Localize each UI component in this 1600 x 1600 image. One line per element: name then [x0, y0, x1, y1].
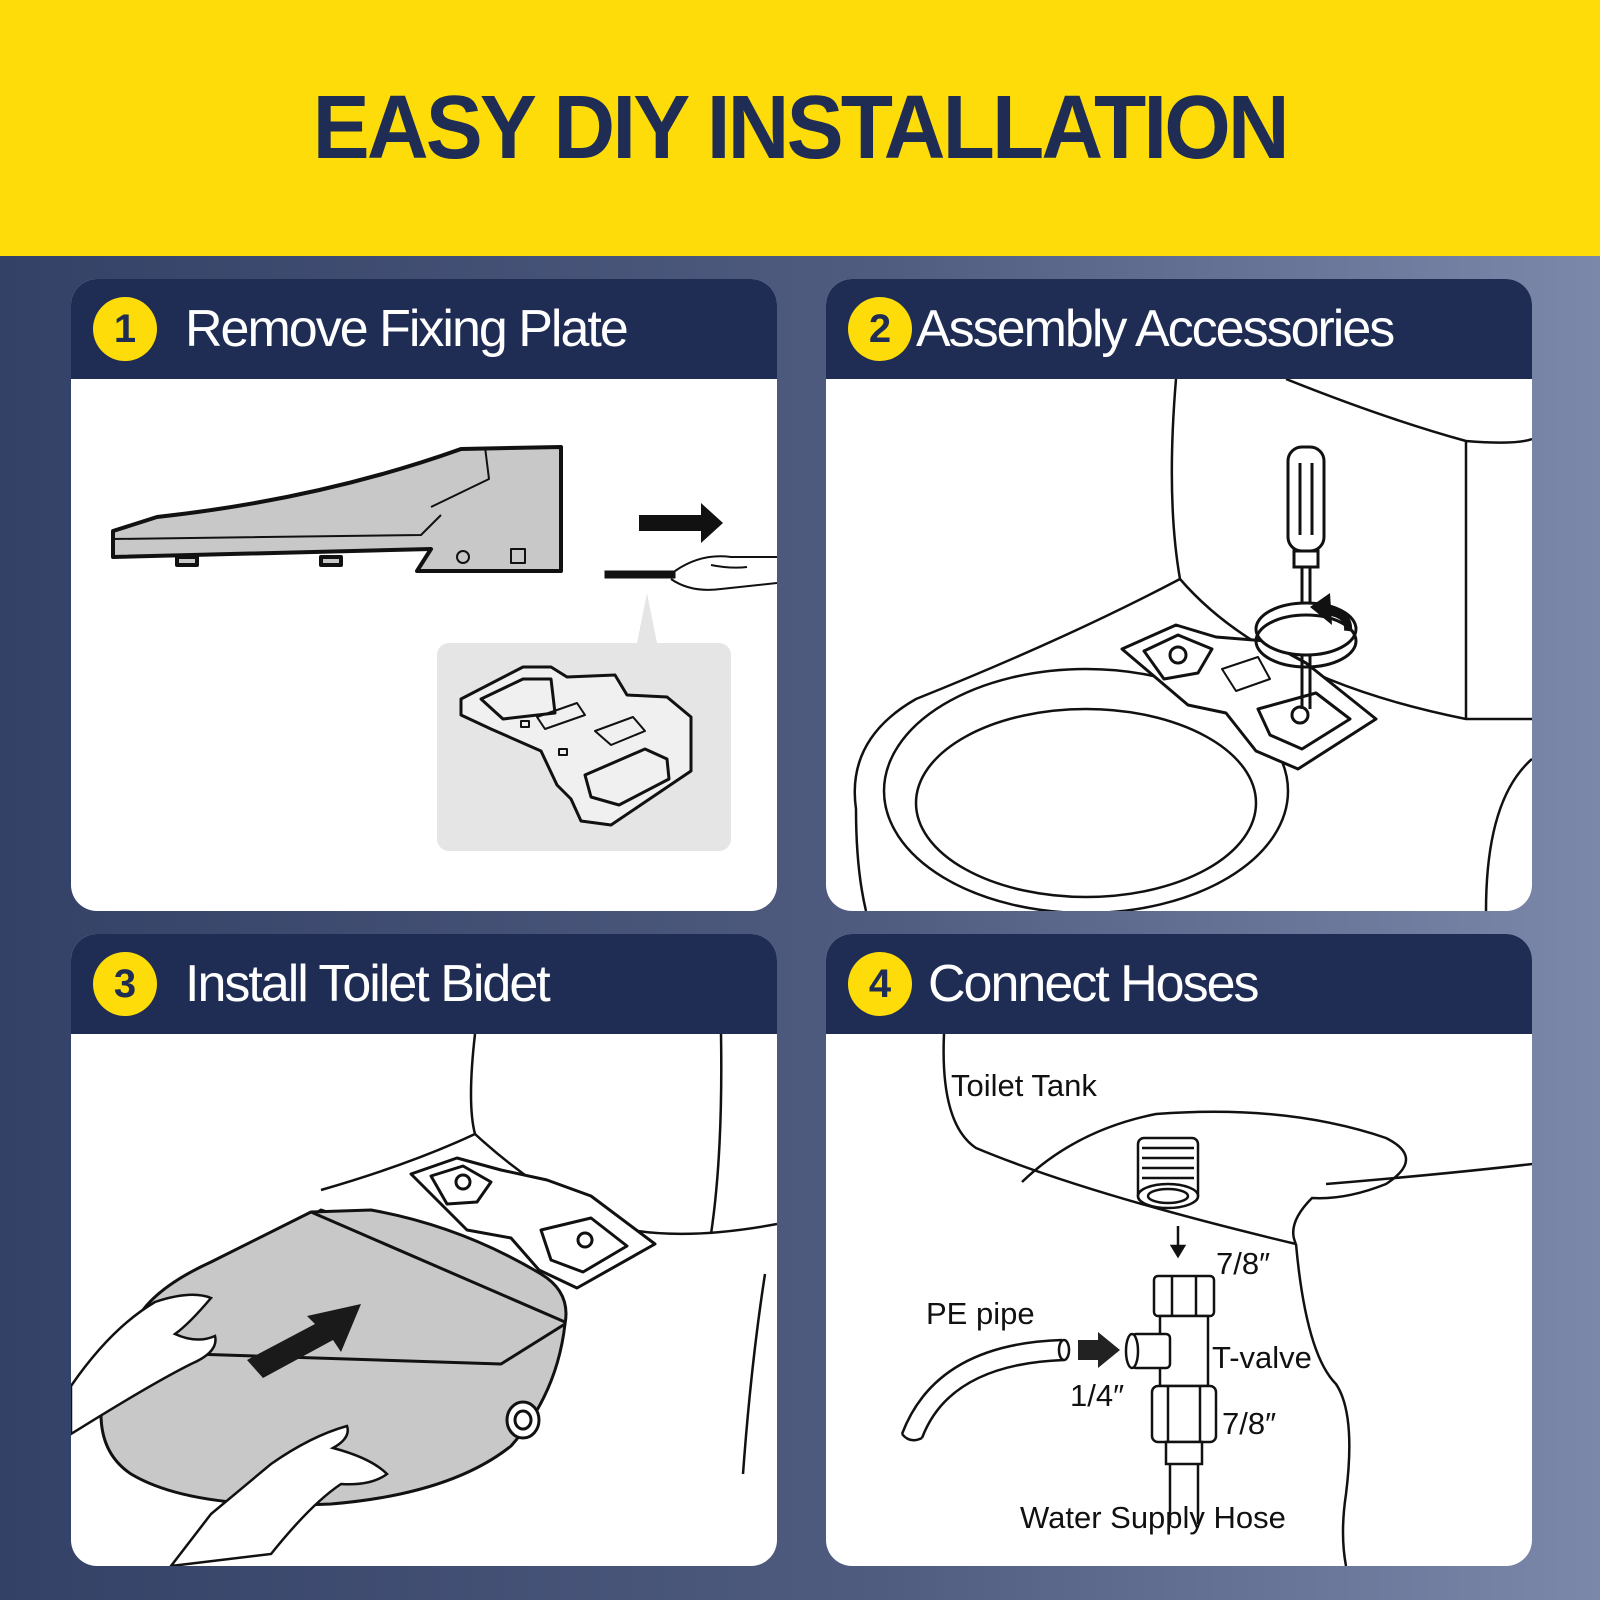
- mounting-bracket: [1120, 623, 1378, 771]
- hand-icon: [670, 555, 777, 591]
- label-pipe-size: 1/4″: [1070, 1378, 1124, 1413]
- assembly-accessories-illustration: [853, 379, 1532, 911]
- step-number-badge: 2: [848, 297, 912, 361]
- label-water-supply-hose: Water Supply Hose: [1020, 1500, 1286, 1535]
- connect-hoses-diagram: Toilet Tank 7/8″ PE pipe T-valve 1/4″ 7/…: [900, 1034, 1532, 1566]
- t-valve-icon: [1124, 1274, 1218, 1524]
- remove-plate-illustration: [111, 445, 777, 851]
- toilet-outline: [942, 1034, 1532, 1566]
- step-title: Connect Hoses: [928, 955, 1260, 1013]
- step-number-badge: 3: [93, 952, 157, 1016]
- step-card-4: 4 Connect Hoses: [826, 934, 1532, 1566]
- bidet-seat: [97, 1208, 568, 1507]
- step-title: Assembly Accessories: [916, 300, 1395, 358]
- step-card-2: 2 Assembly Accessories: [826, 279, 1532, 911]
- mounting-bracket: [409, 1156, 657, 1290]
- bidet-seat-side-view: [111, 445, 563, 573]
- rotation-arrow-icon: [1254, 593, 1358, 669]
- arrow-right-icon: [639, 503, 723, 543]
- step-number-badge: 1: [93, 297, 157, 361]
- step-header: 1 Remove Fixing Plate: [71, 279, 777, 379]
- page-title: EASY DIY INSTALLATION: [312, 77, 1290, 178]
- step-number-badge: 4: [848, 952, 912, 1016]
- down-arrow-icon: [1169, 1226, 1187, 1259]
- step-header: 2 Assembly Accessories: [826, 279, 1532, 379]
- tank-fitting: [1136, 1136, 1200, 1210]
- header-banner: EASY DIY INSTALLATION: [0, 0, 1600, 256]
- step-title: Install Toilet Bidet: [185, 955, 551, 1013]
- fixing-plate-edge: [604, 570, 676, 579]
- arrow-right-icon: [1078, 1332, 1120, 1368]
- install-bidet-illustration: [71, 1034, 777, 1566]
- label-bottom-size: 7/8″: [1222, 1406, 1276, 1441]
- label-top-size: 7/8″: [1216, 1246, 1270, 1281]
- step-header: 3 Install Toilet Bidet: [71, 934, 777, 1034]
- step-title: Remove Fixing Plate: [185, 300, 629, 358]
- label-pe-pipe: PE pipe: [926, 1296, 1035, 1331]
- hand-icon: [71, 1293, 389, 1566]
- label-toilet-tank: Toilet Tank: [951, 1068, 1097, 1103]
- pe-pipe: [900, 1338, 1071, 1442]
- label-t-valve: T-valve: [1212, 1340, 1312, 1375]
- step-card-3: 3 Install Toilet Bidet: [71, 934, 777, 1566]
- arrow-icon: [247, 1304, 361, 1378]
- fixing-plate-detail-callout: [437, 593, 731, 851]
- step-card-1: 1 Remove Fixing Plate: [71, 279, 777, 911]
- step-header: 4 Connect Hoses: [826, 934, 1532, 1034]
